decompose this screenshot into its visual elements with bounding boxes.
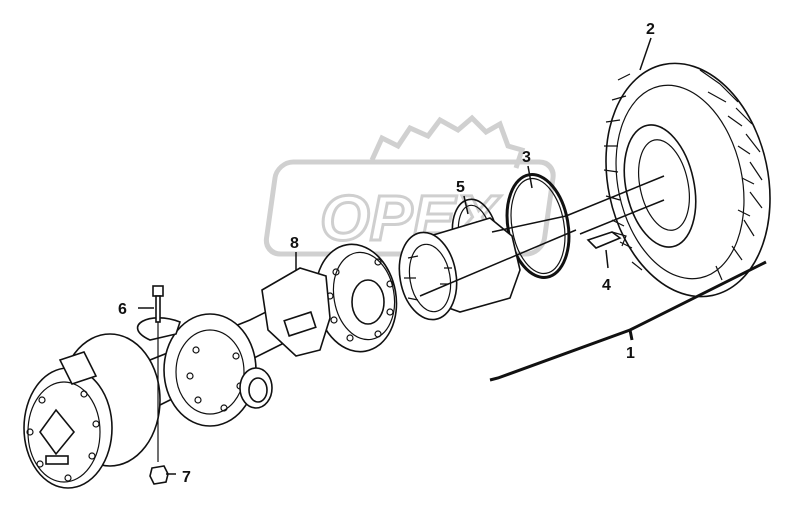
- callout-1: 1: [626, 345, 635, 362]
- callout-8: 8: [290, 235, 299, 252]
- callout-7: 7: [182, 469, 191, 486]
- assembly-bracket: [489, 260, 767, 382]
- rim: [398, 217, 521, 321]
- leader-lines: [138, 37, 665, 475]
- callout-2: 2: [646, 21, 655, 38]
- callout-4: 4: [602, 277, 611, 294]
- callout-6: 6: [118, 301, 127, 318]
- final-drive-left: [23, 333, 161, 489]
- callout-3: 3: [522, 149, 531, 166]
- opex-watermark: OPEX: [263, 114, 556, 257]
- callout-labels: 1 2 3 4 5 6 7 8: [118, 21, 655, 486]
- bolt: [152, 285, 164, 462]
- tire: [603, 62, 771, 298]
- nut: [149, 465, 169, 485]
- valve: [586, 231, 627, 249]
- callout-5: 5: [456, 179, 465, 196]
